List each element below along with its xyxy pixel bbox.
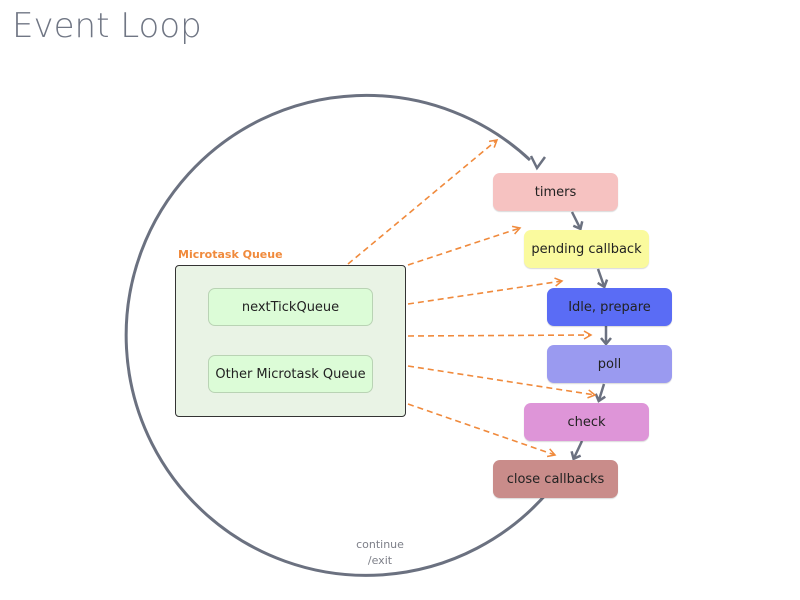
continue-label: continue [356,538,404,551]
phase-check-label: check [567,414,606,430]
phase-timers-label: timers [534,184,577,200]
phase-idle-prepare-label: Idle, prepare [568,299,651,315]
next-tick-queue-label: nextTickQueue [241,299,340,315]
phase-check: check [524,403,649,441]
phase-pending-callback-label: pending callback [531,241,642,257]
exit-label: /exit [367,554,393,567]
loop-circle [124,93,550,577]
continue-exit-label: continue /exit [345,537,415,569]
phase-close-callbacks-label: close callbacks [506,471,605,487]
phase-connectors [570,211,612,461]
phase-idle-prepare: Idle, prepare [547,288,672,326]
page-title: Event Loop [12,6,202,46]
phase-poll-label: poll [597,356,622,372]
next-tick-queue: nextTickQueue [208,288,373,326]
other-microtask-queue: Other Microtask Queue [208,355,373,393]
loop-arrow-head [529,155,547,171]
phase-poll: poll [547,345,672,383]
phase-pending-callback: pending callback [524,230,649,268]
phase-close-callbacks: close callbacks [493,460,618,498]
microtask-arrows [347,139,597,458]
phase-timers: timers [493,173,618,211]
other-microtask-queue-label: Other Microtask Queue [215,366,366,382]
microtask-queue-label: Microtask Queue [178,248,283,261]
